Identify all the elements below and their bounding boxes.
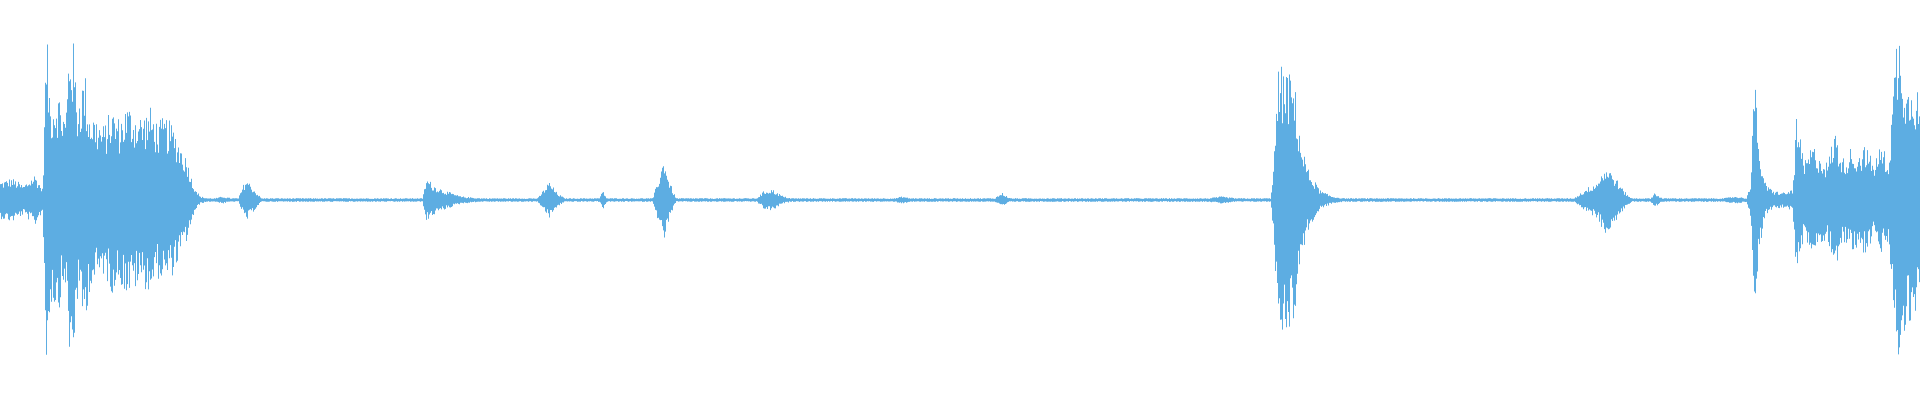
waveform-bars — [0, 43, 1920, 355]
waveform-signal — [0, 43, 1920, 355]
